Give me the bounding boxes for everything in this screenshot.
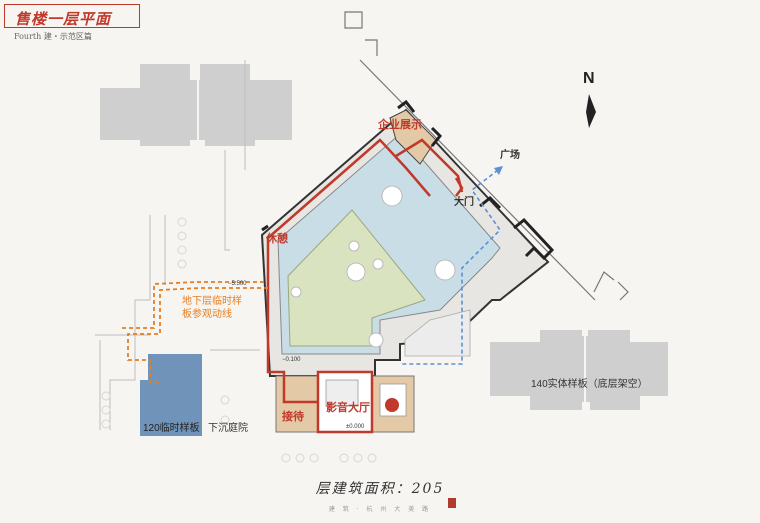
site-boundary-north bbox=[344, 11, 629, 301]
wall-accents bbox=[261, 99, 555, 261]
floor-area-value: 205 bbox=[411, 481, 445, 497]
footer-credits: 建 筑 · 杭 州 大 美 路 bbox=[328, 506, 432, 513]
label-basement-flow-line2: 板参观动线 bbox=[182, 309, 232, 320]
label-rest: 休憩 bbox=[266, 233, 288, 245]
sales-center-footprint bbox=[260, 108, 550, 377]
visitor-route-blue bbox=[400, 169, 502, 365]
basement-route-orange bbox=[122, 281, 268, 383]
elevation-0000: ±0.000 bbox=[346, 424, 365, 430]
label-enterprise-display: 企业展示 bbox=[378, 119, 422, 131]
label-solid-model-140: 140实体样板（底层架空） bbox=[531, 379, 648, 390]
label-audiovisual-hall: 影音大厅 bbox=[326, 402, 370, 414]
label-reception: 接待 bbox=[282, 411, 304, 423]
floor-area-caption: 层建筑面积：205 bbox=[0, 478, 760, 498]
blue-route-arrow bbox=[494, 166, 503, 175]
entrance-marker bbox=[385, 398, 399, 412]
elevation-minus-5500: −5.500 bbox=[228, 281, 247, 287]
seal-stamp bbox=[448, 498, 456, 508]
building-140-solid-model bbox=[490, 330, 668, 410]
label-plaza: 广场 bbox=[500, 150, 520, 161]
tree-circles-left bbox=[101, 217, 377, 463]
label-main-gate: 大门 bbox=[454, 197, 474, 208]
page-subtitle: Fourth 建・示范区篇 bbox=[14, 32, 92, 41]
page-title: 售楼一层平面 bbox=[15, 10, 112, 28]
temp-model-120-block bbox=[140, 354, 202, 436]
north-label: N bbox=[583, 70, 595, 87]
north-arrow bbox=[586, 94, 596, 128]
title-frame: 售楼一层平面 bbox=[4, 4, 140, 28]
label-temp-model-120: 120临时样板 bbox=[143, 423, 200, 434]
label-basement-flow-line1: 地下层临时样 bbox=[182, 296, 242, 307]
floor-area-label: 层建筑面积： bbox=[315, 481, 412, 497]
elevation-minus-0100: −0.100 bbox=[282, 357, 301, 363]
visitor-route-red bbox=[266, 138, 464, 434]
label-sunken-courtyard: 下沉庭院 bbox=[208, 423, 248, 434]
neighbor-buildings-north bbox=[100, 64, 292, 146]
fountains bbox=[290, 185, 456, 348]
landscape-lines-left bbox=[95, 60, 260, 430]
